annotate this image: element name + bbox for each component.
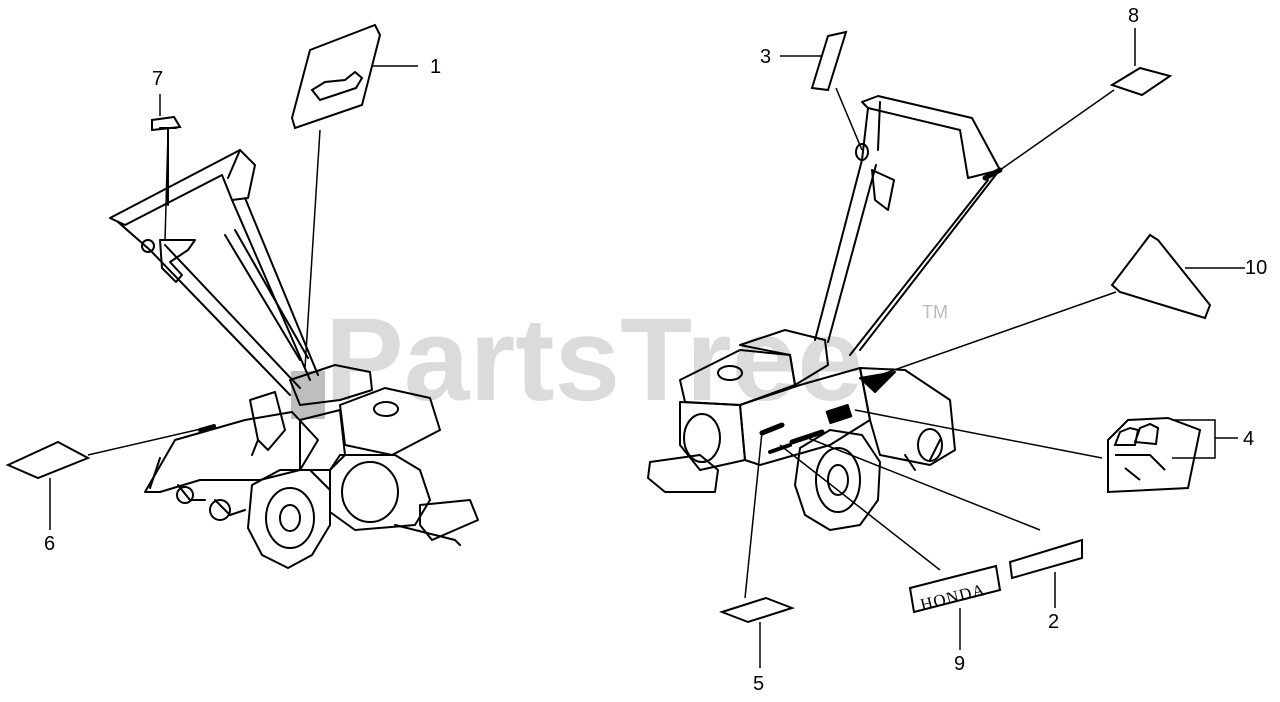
fuel-tank: [289, 364, 373, 406]
depth-bar: [249, 391, 286, 451]
handle-left-bar: [814, 159, 877, 343]
honda-emblem-text: HONDA: [918, 580, 987, 614]
callout-6: 6: [44, 533, 55, 555]
label-2-decal: [1008, 538, 1083, 580]
callout-2: 2: [1048, 611, 1059, 633]
callout-3: 3: [760, 46, 771, 68]
wheel-tire: [794, 429, 881, 531]
control-lever: [871, 169, 895, 211]
label-8-on-machine: [982, 167, 1003, 181]
tine-shield: [859, 367, 956, 466]
label-1-symbol: [310, 70, 364, 102]
handle-left-bar: [149, 244, 301, 396]
engine-block: [339, 387, 441, 456]
muffler: [419, 499, 479, 541]
label-4-symbol: [1113, 422, 1160, 446]
control-lever: [224, 229, 309, 361]
label-6-decal: [5, 440, 91, 480]
label-5-on-machine: [759, 422, 785, 436]
label-10-on-machine: [859, 371, 896, 393]
label-4-decal: [1107, 416, 1202, 494]
throttle-knob: [141, 239, 155, 253]
air-cleaner: [739, 329, 829, 386]
left-callouts: 1 7 6: [44, 56, 441, 555]
handlebar: [861, 95, 1001, 179]
callout-4: 4: [1243, 428, 1254, 450]
honda-emblem: [908, 564, 1002, 614]
wheel-hub: [815, 447, 861, 513]
handlebar: [109, 149, 256, 226]
label-8-decal: [1109, 66, 1173, 97]
fuel-cap: [373, 401, 399, 417]
right-leaders: [744, 28, 1245, 668]
callout-7: 7: [152, 68, 163, 90]
throttle-lever: [159, 239, 196, 283]
callout-1: 1: [430, 56, 441, 78]
wheel-tire: [247, 469, 331, 569]
fuel-cap: [717, 365, 743, 381]
label-1-on-machine: [291, 371, 325, 419]
right-labels: [718, 30, 1212, 624]
label-2-on-machine: [789, 429, 825, 445]
label-4-on-machine: [825, 403, 853, 425]
right-tiller: [647, 95, 1003, 531]
throttle-knob: [855, 143, 869, 161]
callout-9: 9: [954, 653, 965, 675]
label-7-decal: [151, 115, 182, 132]
watermark-text: PartsTree: [325, 294, 863, 426]
wheel-hub: [265, 487, 315, 549]
callout-10: 10: [1245, 257, 1267, 279]
watermark-trademark: TM: [922, 302, 948, 322]
callout-8: 8: [1128, 5, 1139, 27]
tine-shield: [144, 411, 319, 493]
watermark: PartsTree TM: [325, 294, 948, 426]
left-leaders: [49, 65, 418, 530]
label-1-decal: [290, 23, 382, 130]
callout-5: 5: [753, 673, 764, 695]
engine-block: [679, 401, 746, 471]
label-9-on-machine: [768, 443, 792, 454]
muffler: [647, 454, 719, 493]
label-5-decal: [718, 596, 796, 624]
recoil-starter: [329, 454, 431, 531]
label-10-decal: [1110, 233, 1212, 320]
handle-right-bar: [849, 171, 999, 356]
label-3-decal: [810, 30, 848, 92]
right-callouts: 3 8 10 4 5 9 2: [753, 5, 1267, 695]
left-labels: [5, 23, 382, 480]
